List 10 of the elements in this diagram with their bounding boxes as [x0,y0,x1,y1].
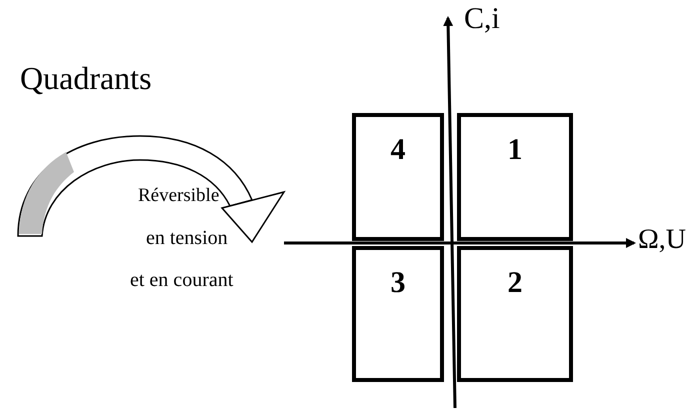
quadrant-box [457,246,573,382]
arrow-text: et en courant [130,268,234,293]
quadrant-box [352,246,444,382]
arrow-text: Réversible [138,184,220,208]
axis-label: C,i [464,1,500,37]
arrow-text: en tension [146,226,228,251]
heading: Quadrants [20,62,152,94]
axis-label: Ω,U [638,223,686,257]
quadrant-box [457,113,573,241]
quadrant-box [352,113,444,241]
